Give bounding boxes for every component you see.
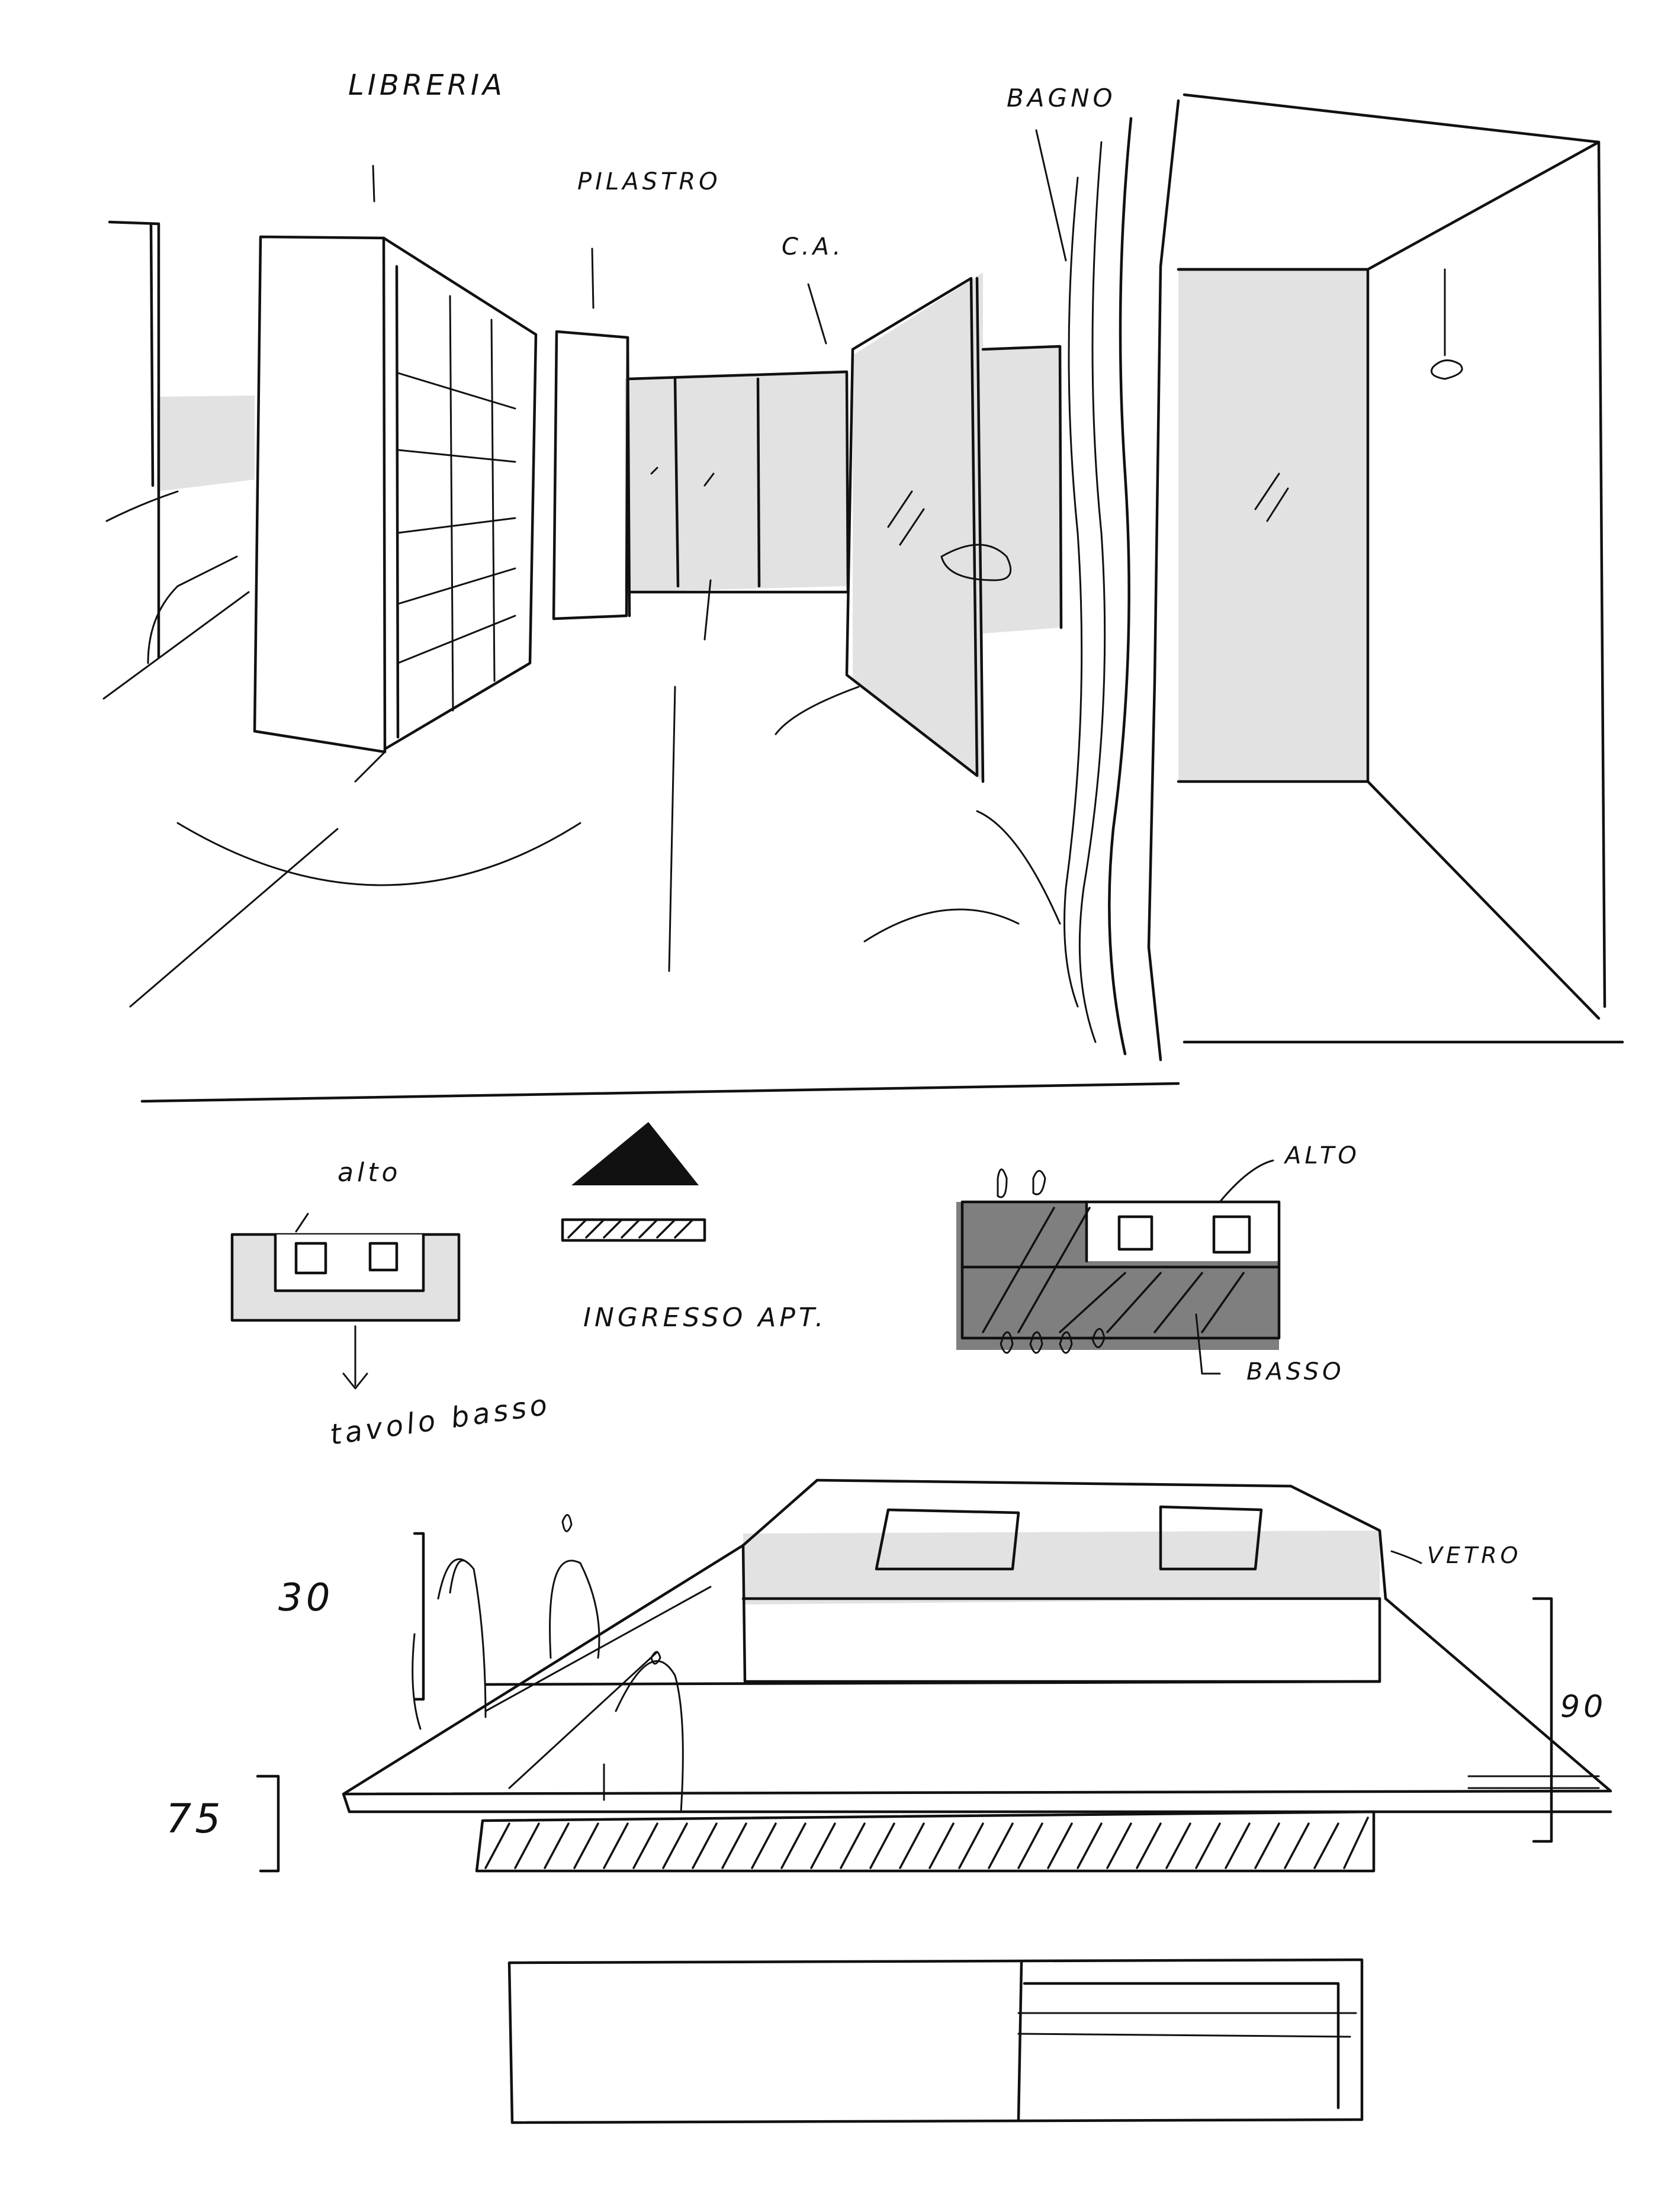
dim-75: 75 [166, 1796, 224, 1843]
label-bagno: BAGNO [1007, 83, 1116, 112]
plan-diagram-right [956, 1159, 1281, 1375]
label-vetro: VETRO [1427, 1542, 1522, 1568]
dim-90: 90 [1560, 1689, 1606, 1725]
plan-diagram-left [230, 1213, 461, 1390]
perspective-view [102, 93, 1624, 1103]
label-libreria: LIBRERIA [348, 69, 506, 102]
label-basso: BASSO [1246, 1358, 1345, 1385]
label-tavolo-basso: tavolo basso [328, 1388, 552, 1452]
section-elevation [256, 1478, 1612, 1873]
label-pilastro: PILASTRO [577, 168, 721, 195]
dim-30: 30 [278, 1576, 333, 1620]
label-ingresso: INGRESSO APT. [583, 1303, 827, 1333]
label-alto-right: ALTO [1283, 1142, 1360, 1169]
label-ca: C.A. [782, 233, 844, 261]
label-alto-left: alto [338, 1158, 401, 1188]
plan-diagram-center [561, 1122, 706, 1242]
bottom-plan [507, 1958, 1364, 2124]
